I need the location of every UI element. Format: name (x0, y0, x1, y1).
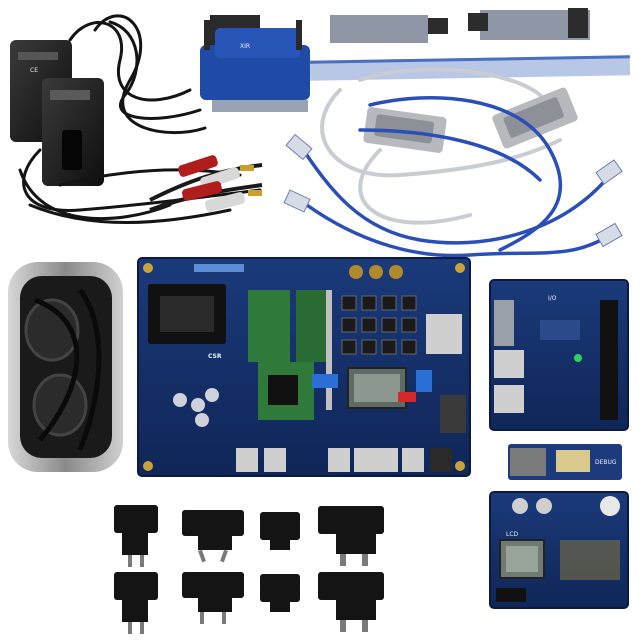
board-logo: CSR (208, 353, 222, 360)
debug-module: DEBUG (508, 444, 622, 480)
plug-adapter-us-2 (260, 574, 300, 612)
rj45-plug-1 (285, 133, 313, 161)
io-expansion-board: I/O (489, 279, 629, 431)
gray-serial-cable (320, 67, 562, 225)
audio-jacks (236, 448, 452, 472)
main-dev-board: CSR (137, 257, 471, 477)
plug-adapter-eu-1 (114, 505, 158, 567)
db9-connector-2 (492, 87, 578, 149)
ethernet-cable (298, 96, 612, 258)
headphones-case (8, 262, 123, 472)
rj45-plug-4 (595, 222, 623, 248)
io-board-label: I/O (548, 295, 557, 302)
display-board: LCD (489, 491, 629, 609)
rj45-plug-2 (283, 189, 311, 213)
plug-adapter-uk-2 (318, 572, 384, 632)
debug-label: DEBUG (595, 459, 617, 466)
serial-adapter-brand: XIR (240, 43, 250, 50)
plug-adapter-au-1 (182, 510, 244, 563)
lcd-label: LCD (506, 531, 519, 538)
rca-audio-cable (149, 155, 263, 212)
serial-adapter: XIR (200, 15, 310, 112)
ce-mark-label: CE (30, 67, 38, 74)
ribbon-cable (309, 8, 631, 81)
plug-adapter-eu-2 (114, 572, 158, 634)
plug-adapter-au-2 (182, 572, 244, 624)
plug-adapter-uk-1 (318, 506, 384, 566)
plug-adapter-us-1 (260, 512, 300, 550)
db9-connector-1 (363, 107, 447, 153)
rj45-plug-3 (595, 159, 623, 185)
button-grid (341, 295, 417, 355)
power-adapter-2 (42, 78, 104, 186)
